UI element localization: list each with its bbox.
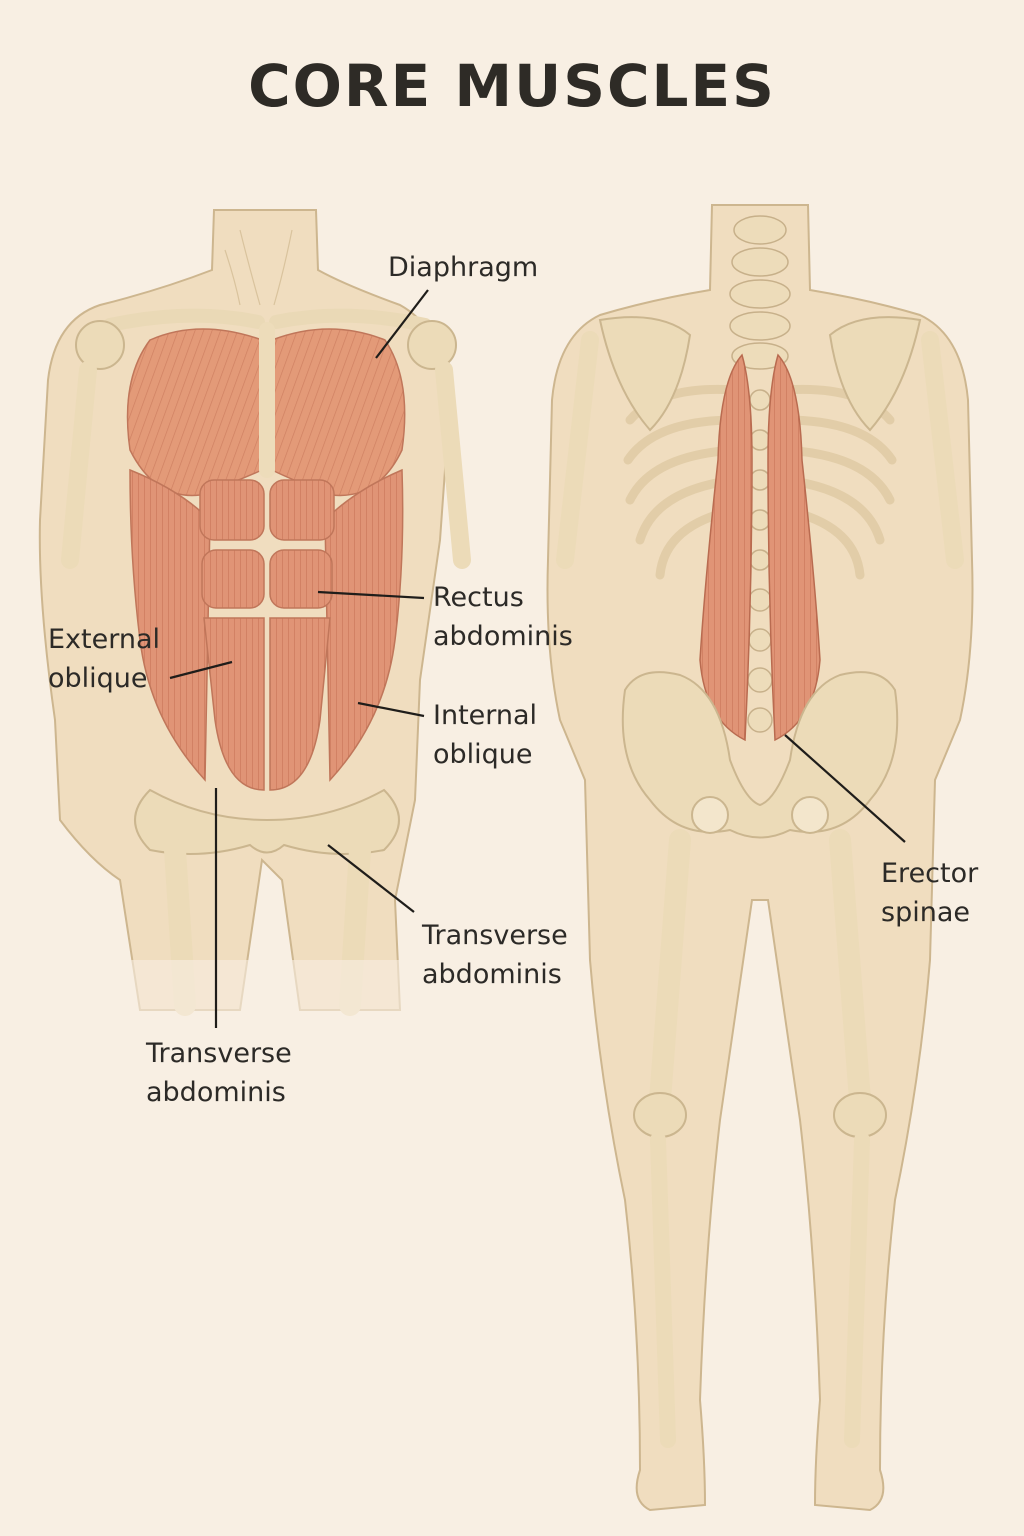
transverse-right-leader-line <box>327 844 415 913</box>
label-external-line2: oblique <box>48 663 148 694</box>
label-transverse-right-line2: abdominis <box>422 959 562 990</box>
back-spine <box>729 215 791 733</box>
front-rectus-abdominis-muscle <box>199 479 335 791</box>
internal-oblique-leader-line <box>357 701 425 718</box>
front-neck-lines <box>224 229 293 306</box>
front-chest-muscle-right <box>271 328 406 497</box>
label-transverse-left-line2: abdominis <box>146 1077 286 1108</box>
back-right-femur <box>829 829 871 1111</box>
label-erector-spinae: Erector spinae <box>881 854 978 932</box>
back-left-hip-socket <box>691 796 729 834</box>
rectus-leader-line <box>317 590 425 600</box>
front-chest-muscle-left <box>126 328 263 497</box>
label-erector-line2: spinae <box>881 897 970 928</box>
label-internal-line1: Internal <box>433 700 538 731</box>
label-transverse-left-line1: Transverse <box>146 1038 292 1069</box>
front-left-shoulder-bone <box>75 320 125 370</box>
label-transverse-right-line1: Transverse <box>422 920 568 951</box>
label-erector-line1: Erector <box>881 858 979 889</box>
label-rectus-abdominis: Rectus abdominis <box>433 578 573 656</box>
back-left-knee <box>633 1092 687 1138</box>
diaphragm-leader-line <box>375 289 429 359</box>
back-ribs <box>623 384 897 580</box>
label-transverse-abdominis-left: Transverse abdominis <box>146 1034 292 1112</box>
label-diaphragm-text: Diaphragm <box>388 252 539 283</box>
label-external-line1: External <box>48 624 161 655</box>
label-internal-oblique: Internal oblique <box>433 696 537 774</box>
back-right-scapula <box>828 316 922 432</box>
page-title: CORE MUSCLES <box>248 52 776 120</box>
back-left-femur <box>649 829 691 1111</box>
front-external-oblique-muscle <box>129 468 211 782</box>
label-diaphragm: Diaphragm <box>388 248 538 287</box>
front-figure-fade <box>30 960 470 1020</box>
front-internal-oblique-muscle <box>324 468 404 782</box>
front-left-humerus <box>61 361 97 569</box>
label-transverse-abdominis-right: Transverse abdominis <box>422 916 568 994</box>
back-left-scapula <box>598 316 692 432</box>
external-oblique-leader-line <box>169 660 233 680</box>
back-left-arm <box>556 331 599 569</box>
back-right-knee <box>833 1092 887 1138</box>
back-right-tibia <box>844 1132 870 1448</box>
back-right-arm <box>921 331 964 569</box>
front-right-shoulder-bone <box>407 320 457 370</box>
leader-lines <box>169 289 906 1028</box>
label-external-oblique: External oblique <box>48 620 160 698</box>
back-right-hip-socket <box>791 796 829 834</box>
front-left-clavicle <box>103 308 265 332</box>
back-figure <box>546 204 974 1512</box>
label-internal-line2: oblique <box>433 739 533 770</box>
label-rectus-line1: Rectus <box>433 582 524 613</box>
erector-leader-line <box>784 734 906 843</box>
back-left-tibia <box>650 1132 676 1448</box>
front-right-humerus <box>435 361 471 569</box>
label-rectus-line2: abdominis <box>433 621 573 652</box>
front-figure <box>30 209 471 1020</box>
front-right-clavicle <box>269 308 432 332</box>
